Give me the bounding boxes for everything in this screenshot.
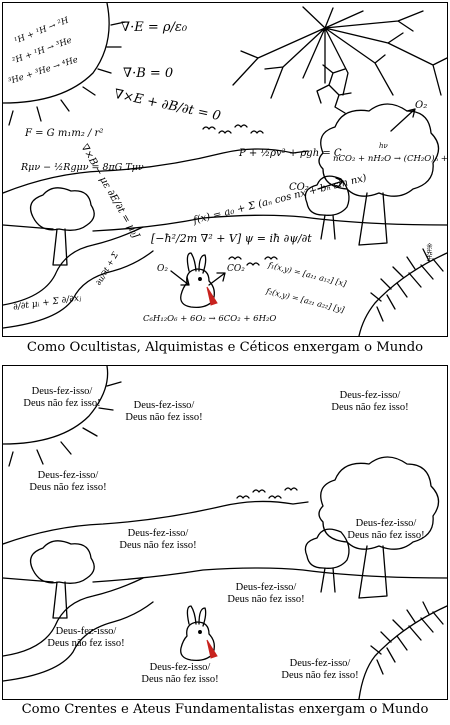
sun-icon xyxy=(3,3,110,104)
bottom-panel-dogmatic-world: Deus-fez-isso/Deus não fez isso! Deus-fe… xyxy=(2,365,448,700)
sun-rays-icon xyxy=(8,381,122,467)
maxwell-magnetism-equation: ∇·B = 0 xyxy=(123,66,174,81)
river-right-bank xyxy=(3,601,154,682)
claim-label-8: Deus-fez-isso/Deus não fez isso! xyxy=(47,626,125,649)
artist-signature: 余先生 xyxy=(425,243,432,261)
molecule-structure-icon xyxy=(316,64,352,114)
claim-label-7: Deus-fez-isso/Deus não fez isso! xyxy=(227,582,305,605)
co2-rabbit-label: CO₂ xyxy=(227,264,245,274)
left-tree-icon xyxy=(29,187,95,266)
birds-icon xyxy=(202,124,278,266)
o2-up-label: O₂ xyxy=(415,100,428,111)
far-ground-line xyxy=(3,224,54,230)
hill-line xyxy=(3,148,309,194)
birds-icon xyxy=(236,487,298,499)
sun-rays-icon xyxy=(8,21,126,126)
ground-line xyxy=(92,567,447,583)
claim-label-9: Deus-fez-isso/Deus não fez isso! xyxy=(141,662,219,685)
claim-label-6: Deus-fez-isso/Deus não fez isso! xyxy=(347,518,425,541)
o2-rabbit-label: O₂ xyxy=(157,264,168,274)
claim-label-5: Deus-fez-isso/Deus não fez isso! xyxy=(119,528,197,551)
claim-label-3: Deus-fez-isso/Deus não fez isso! xyxy=(331,390,409,413)
hill-line xyxy=(3,500,309,545)
bottom-panel-drawing xyxy=(3,366,447,699)
carrot-icon xyxy=(206,286,218,306)
carrot-icon xyxy=(206,639,218,659)
claim-label-1: Deus-fez-isso/Deus não fez isso! xyxy=(23,386,101,409)
bottom-caption: Como Crentes e Ateus Fundamentalistas en… xyxy=(21,702,429,717)
right-tree-icon xyxy=(304,103,440,246)
gravity-equation: F = G m₁m₂ / r² xyxy=(25,128,104,139)
river-right-bank xyxy=(3,250,154,329)
einstein-field-equation: Rμν − ½Rgμν = 8πG Tμν xyxy=(21,162,144,173)
schrodinger-equation: [−ħ²/2m ∇² + V] ψ = iħ ∂ψ/∂t xyxy=(151,232,312,245)
respiration-equation: C₆H₁₂O₆ + 6O₂ → 6CO₂ + 6H₂O xyxy=(143,314,277,324)
photosynthesis-equation: nCO₂ + nH₂O → (CH₂O)ₙ + nO₂ xyxy=(333,154,448,164)
top-caption: Como Ocultistas, Alquimistas e Céticos e… xyxy=(26,340,424,355)
fern-icon xyxy=(358,601,447,699)
claim-label-2: Deus-fez-isso/Deus não fez isso! xyxy=(125,400,203,423)
right-tree-icon xyxy=(304,456,440,599)
top-panel-scientific-world: ¹H + ¹H → ²H ²H + ¹H → ³He ³He + ³He → ⁴… xyxy=(2,2,448,337)
far-ground-line xyxy=(3,577,54,583)
claim-label-10: Deus-fez-isso/Deus não fez isso! xyxy=(281,658,359,681)
bernoulli-equation: P + ½ρv² + ρgh = C xyxy=(239,148,342,159)
maxwell-gauss-equation: ∇·E = ρ/ε₀ xyxy=(121,20,188,35)
o2-up-arrow-icon xyxy=(390,108,416,132)
lightning-icon xyxy=(232,6,447,99)
hv-label: hν xyxy=(379,142,388,150)
top-panel-drawing xyxy=(3,3,447,336)
ground-line xyxy=(92,214,447,232)
co2-rabbit-arrow-icon xyxy=(208,272,226,286)
river-left-bank xyxy=(3,577,144,657)
co2-in-arrow-icon xyxy=(317,177,344,190)
left-tree-icon xyxy=(29,540,95,619)
claim-label-4: Deus-fez-isso/Deus não fez isso! xyxy=(29,470,107,493)
river-left-bank xyxy=(3,226,144,306)
sun-icon xyxy=(3,366,109,445)
co2-in-label: CO₂ xyxy=(289,182,309,193)
fern-icon xyxy=(358,248,447,336)
